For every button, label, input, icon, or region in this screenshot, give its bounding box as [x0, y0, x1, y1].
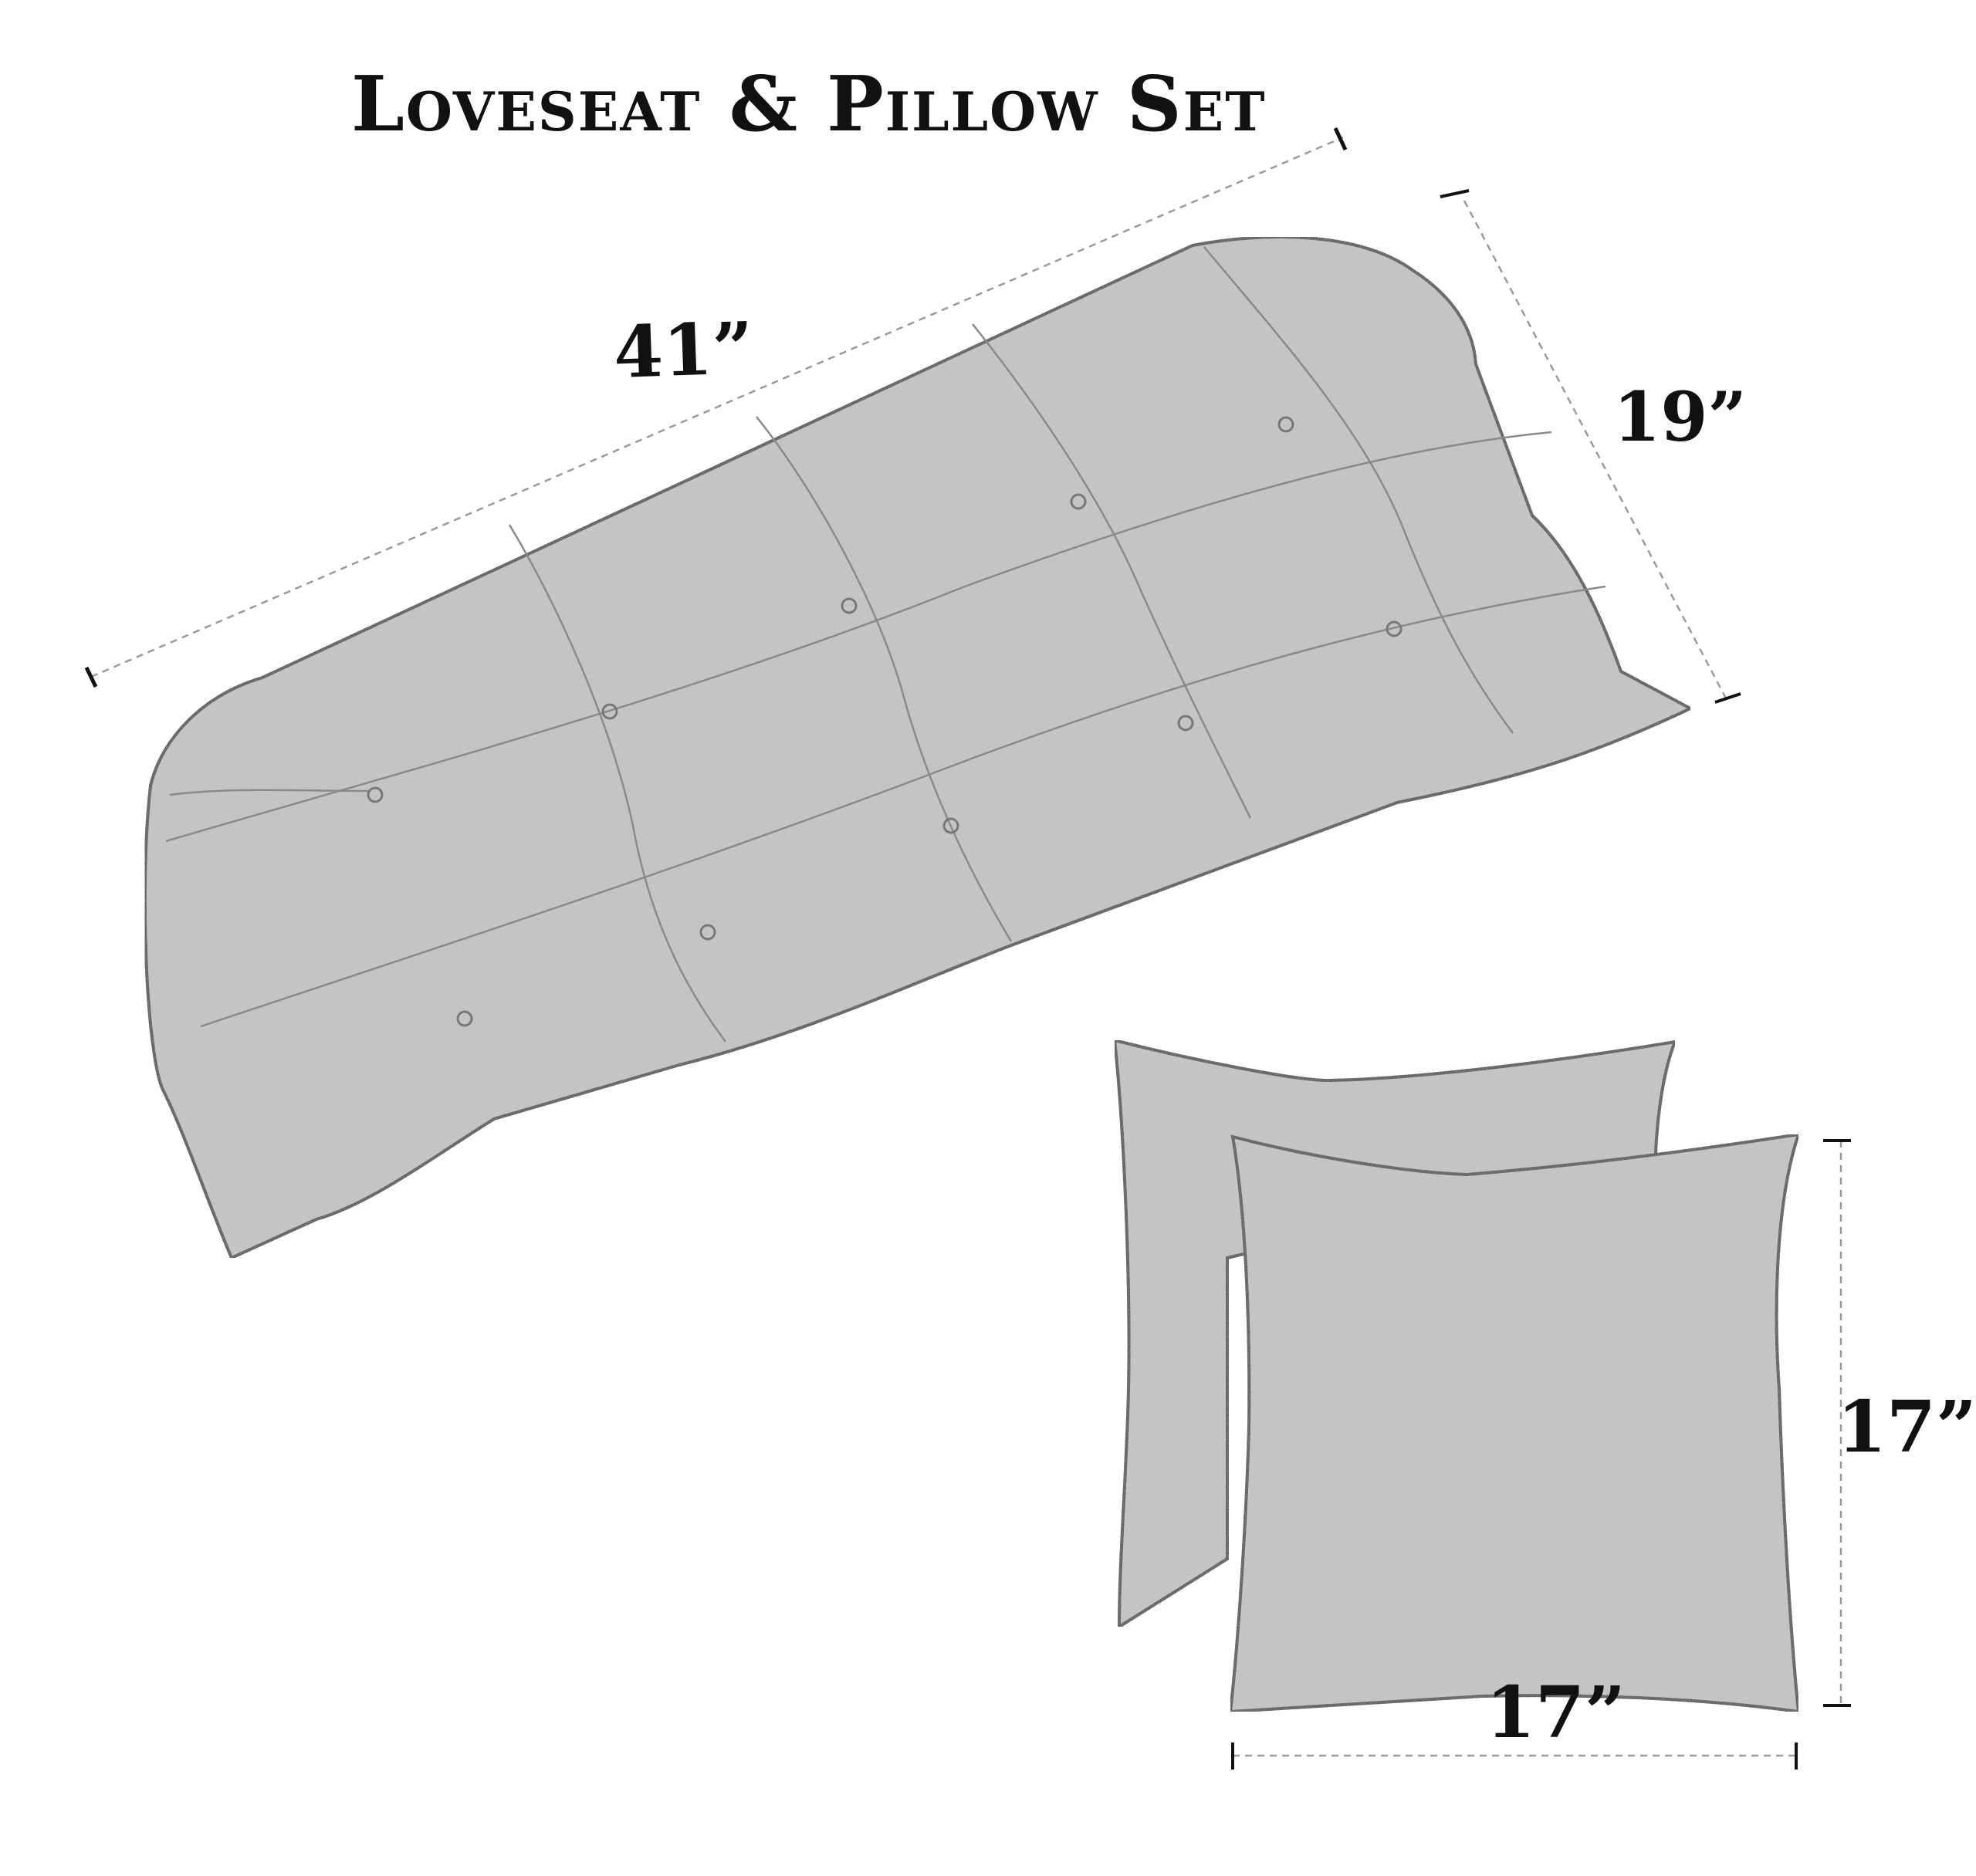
pillow-height-label: 17” [1837, 1385, 1976, 1469]
pillow-width-dimension-line [1231, 1742, 1798, 1770]
diagram-title: Loveseat & Pillow Set [351, 60, 1267, 149]
pillow-height-dimension-line [1823, 1139, 1851, 1707]
front-pillow [1228, 1132, 1801, 1714]
loveseat-length-label: 41” [612, 306, 755, 395]
pillow-width-label: 17” [1486, 1671, 1626, 1754]
loveseat-length-dimension-line [84, 127, 1348, 688]
loveseat-depth-dimension-line [1440, 189, 1741, 704]
loveseat-depth-label: 19” [1613, 377, 1748, 457]
loveseat-cushion [143, 235, 1694, 1260]
